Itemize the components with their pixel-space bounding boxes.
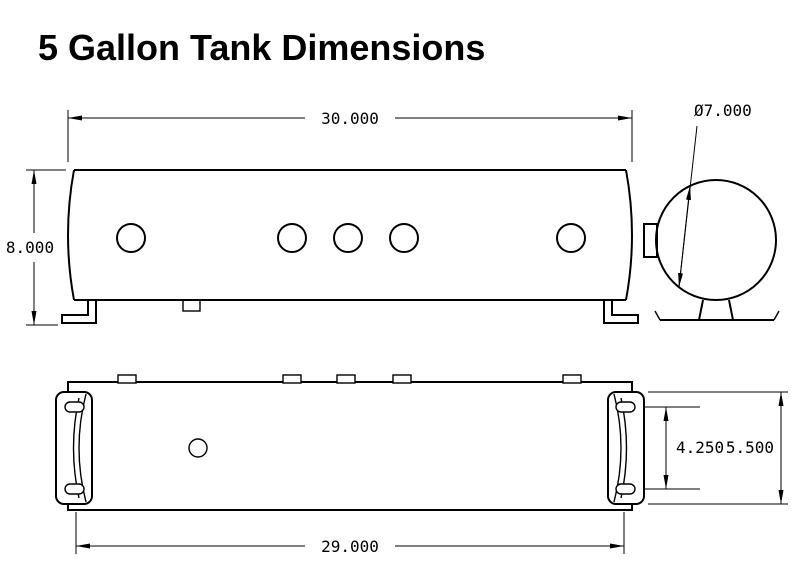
diameter-leader-line [678,185,691,288]
port-hole [333,223,363,253]
bracket-foot-tick [773,310,780,321]
dimension-length-front: 30.000 [67,109,633,162]
port-hole [389,223,419,253]
side-flange [643,223,658,258]
weld-tab [117,374,137,384]
dimension-slot-spacing: 4.250 [645,406,724,490]
dimension-text-plate-height: 5.500 [726,438,774,457]
port-hole [277,223,307,253]
mounting-slot [64,401,85,413]
mounting-leg-right [603,300,639,324]
front-view [61,169,639,324]
bracket-foot-tick [654,310,661,321]
weld-tab [282,374,302,384]
dimension-text-diameter: Ø7.000 [694,101,752,120]
end-view [643,179,780,321]
weld-tab [392,374,412,384]
end-bracket-right-edge [728,299,734,321]
mounting-slot [615,401,636,413]
mounting-leg-left [61,300,97,324]
dimension-text-length: 30.000 [321,109,379,128]
dimension-text-height: 8.000 [6,238,54,257]
mounting-slot [615,483,636,495]
bottom-view [55,374,645,511]
tank-bottom-body [67,381,633,511]
tank-left-end-cap [67,169,75,301]
mounting-slot [64,483,85,495]
port-hole [556,223,586,253]
drain-tab [182,299,201,312]
dimension-length-bottom: 29.000 [75,512,625,556]
port-hole [116,223,146,253]
tank-right-end-cap [625,169,633,301]
end-bracket-left-edge [698,299,704,321]
tank-end-circle [655,179,777,301]
dimension-plate-height: 5.500 [648,391,788,505]
weld-tab [336,374,356,384]
weld-tab [562,374,582,384]
dimension-diameter: Ø7.000 [678,101,752,288]
dimension-height-front: 8.000 [6,169,66,326]
page-title: 5 Gallon Tank Dimensions [38,27,485,68]
dimension-text-bottom-length: 29.000 [321,537,379,556]
bottom-port-hole [188,438,208,458]
dimension-text-slot-spacing: 4.250 [676,438,724,457]
